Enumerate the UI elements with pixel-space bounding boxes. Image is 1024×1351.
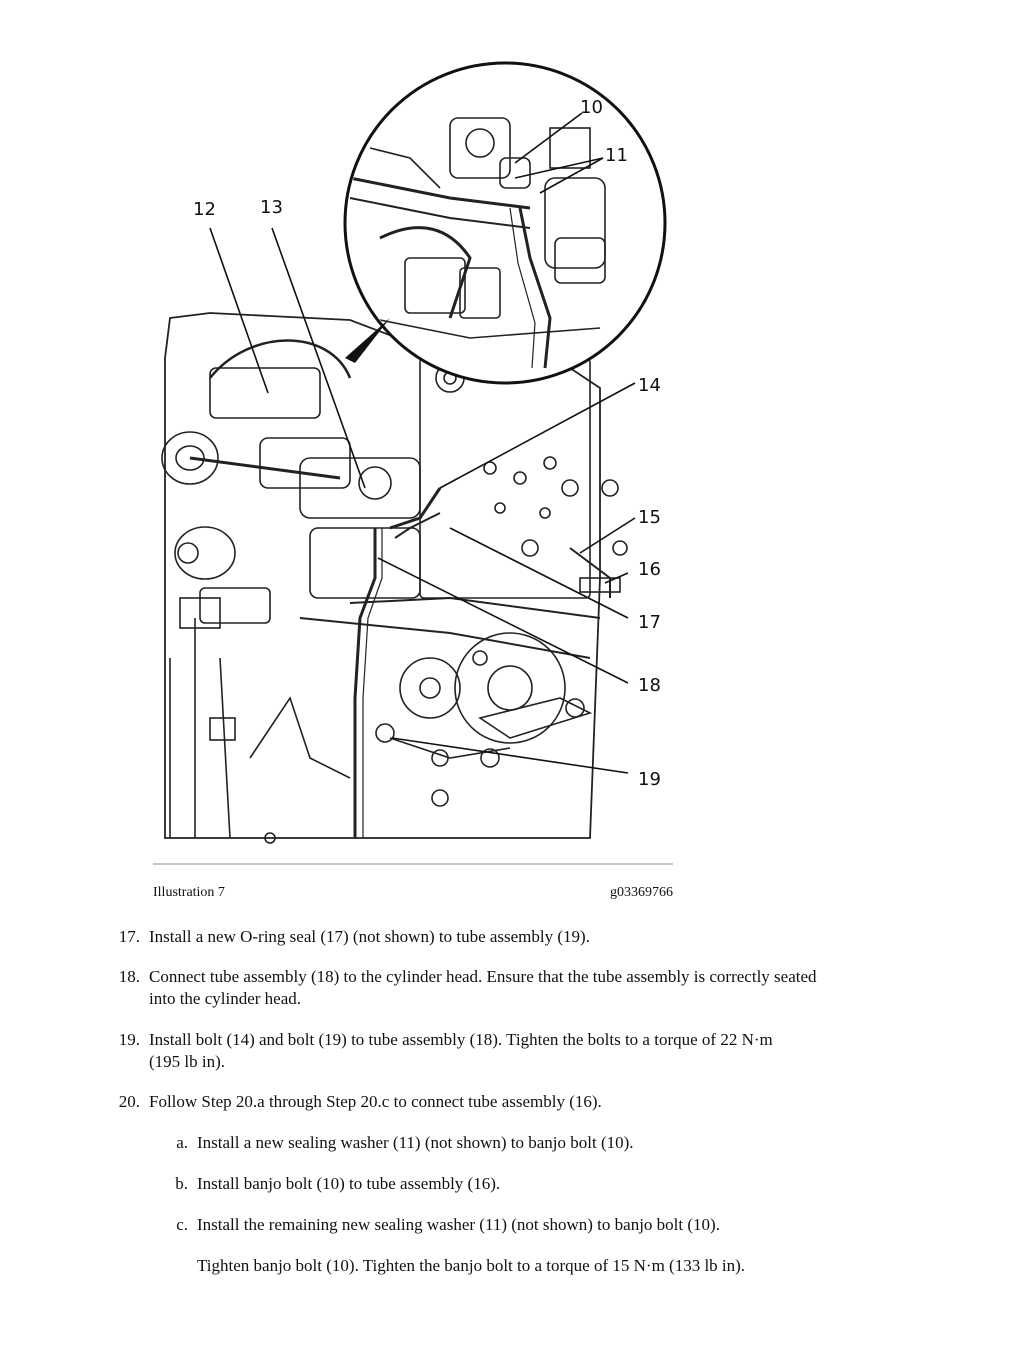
callout-12: 12 (193, 199, 216, 220)
callout-13: 13 (260, 197, 283, 218)
engine-illustration: 10 11 12 13 14 15 16 17 18 19 (161, 61, 667, 844)
substep-text: Install banjo bolt (10) to tube assembly… (197, 1174, 501, 1193)
step-text: Follow Step 20.a through Step 20.c to co… (149, 1092, 602, 1111)
step-text-line-1: Connect tube assembly (18) to the cylind… (149, 967, 817, 986)
callout-18: 18 (638, 675, 661, 696)
step-number: 17. (118, 927, 140, 946)
callout-17: 17 (638, 612, 661, 633)
substep-letter: a. (176, 1133, 188, 1152)
callout-19: 19 (638, 769, 661, 790)
illustration-id: g03369766 (610, 885, 673, 900)
step-text-line-1: Install bolt (14) and bolt (19) to tube … (149, 1030, 773, 1049)
step-text-line-2: into the cylinder head. (149, 989, 302, 1008)
note-text: Tighten banjo bolt (10). Tighten the ban… (197, 1256, 746, 1275)
step-number: 20. (118, 1092, 140, 1111)
substep-letter: c. (176, 1215, 188, 1234)
callout-15: 15 (638, 507, 661, 528)
illustration-divider (153, 863, 673, 865)
substep-text: Install the remaining new sealing washer… (197, 1215, 720, 1234)
illustration-caption: Illustration 7 (153, 885, 225, 900)
step-number: 19. (118, 1030, 140, 1049)
step-text-line-2: (195 lb in). (149, 1052, 226, 1071)
substep-text: Install a new sealing washer (11) (not s… (197, 1133, 634, 1152)
substep-letter: b. (175, 1174, 188, 1193)
callout-14: 14 (638, 375, 661, 396)
callout-16: 16 (638, 559, 661, 580)
callout-11: 11 (605, 145, 628, 166)
step-text: Install a new O-ring seal (17) (not show… (149, 927, 590, 946)
callout-10: 10 (580, 97, 603, 118)
step-number: 18. (118, 967, 140, 986)
